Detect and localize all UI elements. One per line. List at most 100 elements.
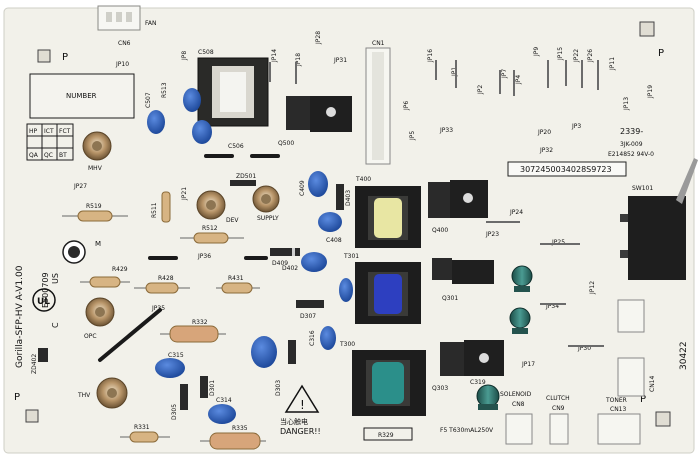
svg-text:R429: R429 bbox=[112, 266, 128, 273]
jp14-label: JP14 bbox=[271, 49, 278, 63]
svg-text:C316: C316 bbox=[309, 330, 316, 346]
svg-text:CN9: CN9 bbox=[552, 405, 565, 412]
svg-text:DANGER!!: DANGER!! bbox=[280, 427, 321, 436]
jp26-label: JP26 bbox=[587, 49, 594, 63]
mount-corner-br: P bbox=[640, 394, 671, 427]
electrolytic-cap-2 bbox=[509, 307, 531, 334]
electrolytic-cap-c319: C319 bbox=[470, 379, 500, 410]
diode-d303: D303 bbox=[275, 340, 296, 396]
jp10-label: JP10 bbox=[115, 61, 129, 68]
jp24-label: JP24 bbox=[509, 209, 523, 216]
lot-code: 2339- bbox=[620, 127, 643, 136]
svg-text:FAN: FAN bbox=[145, 20, 157, 27]
mount-corner-tr: P bbox=[639, 21, 664, 59]
jp13-label: JP13 bbox=[623, 97, 630, 111]
switch-sw101: SW101 bbox=[620, 158, 698, 280]
svg-text:3072450034028S9723: 3072450034028S9723 bbox=[520, 165, 612, 174]
test-grid: HP ICT FCT QA QC BT bbox=[26, 123, 74, 161]
svg-text:R329: R329 bbox=[378, 432, 394, 439]
jp4-label: JP4 bbox=[515, 75, 522, 85]
mount-corner-tl: P bbox=[37, 49, 68, 63]
jp30-label: JP30 bbox=[577, 345, 591, 352]
label-r513: R513 bbox=[161, 82, 168, 98]
svg-text:D305: D305 bbox=[171, 404, 178, 420]
electrolytic-cap-1 bbox=[511, 265, 533, 292]
svg-text:当心触电: 当心触电 bbox=[280, 417, 308, 426]
svg-text:P: P bbox=[62, 52, 68, 63]
jp27-label: JP27 bbox=[73, 183, 87, 190]
jp6-label: JP6 bbox=[403, 101, 410, 111]
jp34-label: JP34 bbox=[545, 303, 559, 310]
jp22-label: JP22 bbox=[573, 49, 580, 63]
svg-text:CLUTCH: CLUTCH bbox=[546, 395, 570, 402]
cap-c409: C409 bbox=[299, 171, 328, 197]
svg-text:SW101: SW101 bbox=[632, 185, 653, 192]
jp1-label: JP1 bbox=[451, 67, 458, 77]
cap-blue-7 bbox=[301, 252, 327, 272]
jp12-label: JP12 bbox=[589, 281, 596, 295]
transistor-q303: Q303 bbox=[432, 340, 504, 392]
svg-text:D403: D403 bbox=[345, 190, 352, 206]
jp25-label: JP25 bbox=[551, 239, 565, 246]
mount-corner-bl: P bbox=[14, 392, 39, 423]
transformer-t400: T400 bbox=[355, 176, 421, 248]
svg-text:C508: C508 bbox=[198, 49, 214, 56]
svg-text:CN13: CN13 bbox=[610, 406, 626, 413]
jp33-label: JP33 bbox=[439, 127, 453, 134]
svg-text:DEV: DEV bbox=[226, 217, 239, 224]
cap-c507: C507 bbox=[145, 92, 165, 134]
jumper-wires bbox=[269, 60, 604, 347]
resistor-r511: R511 bbox=[151, 191, 171, 223]
svg-text:QC: QC bbox=[44, 152, 53, 159]
cap-c314: C314 bbox=[208, 397, 236, 424]
svg-text:R428: R428 bbox=[158, 275, 174, 282]
diode-d307: D307 bbox=[296, 300, 324, 320]
c-mark: C bbox=[51, 322, 60, 328]
label-c506: C506 bbox=[228, 143, 244, 150]
svg-text:R332: R332 bbox=[192, 319, 208, 326]
connector-clutch: CLUTCH CN9 bbox=[546, 395, 570, 445]
transistor-q400: Q400 bbox=[428, 180, 488, 234]
jp21-label: JP21 bbox=[181, 187, 188, 201]
contact-supply: SUPPLY bbox=[252, 185, 280, 222]
svg-text:R511: R511 bbox=[151, 202, 158, 218]
svg-text:R512: R512 bbox=[202, 225, 218, 232]
number-label-box: NUMBER bbox=[29, 73, 135, 119]
svg-text:Q303: Q303 bbox=[432, 385, 448, 392]
svg-text:SOLENOID: SOLENOID bbox=[500, 391, 532, 398]
connector-fan: FAN CN6 bbox=[97, 5, 157, 47]
cap-blue-8 bbox=[339, 278, 353, 302]
svg-text:TONER: TONER bbox=[605, 397, 627, 404]
connector-solenoid: SOLENOID CN8 bbox=[500, 391, 533, 445]
svg-text:R331: R331 bbox=[134, 424, 150, 431]
svg-text:QA: QA bbox=[29, 152, 39, 159]
jp19-label: JP19 bbox=[647, 85, 654, 99]
contact-mhv: MHV bbox=[82, 131, 112, 172]
svg-text:Q500: Q500 bbox=[278, 140, 294, 147]
svg-text:D301: D301 bbox=[209, 380, 216, 396]
cap-blue-11 bbox=[251, 336, 277, 368]
transistor-q500: Q500 bbox=[278, 96, 352, 147]
svg-text:C315: C315 bbox=[168, 352, 184, 359]
resistor-r335: R335 bbox=[200, 425, 266, 450]
svg-text:FCT: FCT bbox=[59, 128, 71, 135]
cap-c315: C315 bbox=[155, 352, 185, 378]
svg-text:C314: C314 bbox=[216, 397, 232, 404]
svg-text:ZD501: ZD501 bbox=[236, 173, 256, 180]
svg-text:P: P bbox=[640, 394, 646, 405]
serial-strip: 3072450034028S9723 bbox=[507, 161, 627, 177]
svg-text:!: ! bbox=[300, 398, 305, 412]
diode-d403: D403 bbox=[336, 184, 352, 210]
cap-c316: C316 bbox=[309, 326, 336, 350]
svg-text:OPC: OPC bbox=[84, 333, 97, 340]
resistor-r429: R429 bbox=[80, 266, 130, 288]
jp3-label: JP3 bbox=[571, 123, 581, 130]
transformer-t301: T301 bbox=[343, 253, 421, 324]
jp35-label: JP35 bbox=[151, 305, 165, 312]
svg-text:SUPPLY: SUPPLY bbox=[257, 215, 279, 222]
connector-cn1: CN1 bbox=[365, 40, 391, 165]
svg-text:R519: R519 bbox=[86, 203, 102, 210]
svg-text:30422: 30422 bbox=[679, 341, 689, 370]
jp8-label: JP8 bbox=[181, 51, 188, 61]
